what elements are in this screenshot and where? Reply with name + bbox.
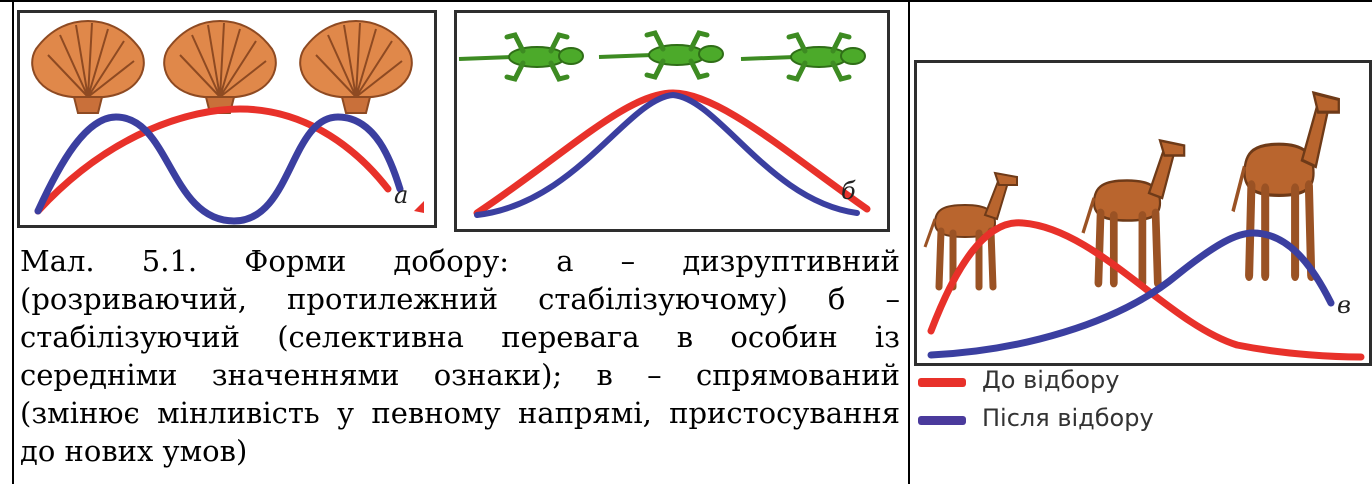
panel-disruptive: а	[17, 10, 437, 228]
legend-label-after: Після відбору	[982, 404, 1154, 432]
panel-letter-v: в	[1337, 291, 1351, 319]
legend-swatch-after	[918, 416, 966, 425]
legend-label-before: До відбору	[982, 366, 1120, 394]
table-column-divider	[908, 0, 910, 484]
panel-stabilizing: б	[454, 10, 890, 232]
table-top-border	[0, 0, 1372, 2]
curve-before-selection	[34, 105, 392, 215]
curve-after-selection	[34, 113, 404, 225]
lizard-icon	[459, 35, 583, 79]
curve-after-selection	[474, 91, 860, 218]
giraffe-icon	[925, 173, 1017, 287]
shell-icon	[163, 20, 277, 114]
panel-stabilizing-drawing: б	[457, 13, 871, 218]
shell-icon	[299, 20, 413, 114]
shell-icon	[31, 20, 145, 114]
panel-directional-drawing: в	[917, 63, 1365, 361]
legend-swatch-before	[918, 378, 966, 387]
lizard-icon	[599, 33, 723, 77]
giraffe-icon	[1083, 141, 1184, 284]
giraffe-icon	[1233, 93, 1339, 275]
lizard-icon	[741, 35, 865, 79]
table-left-border	[12, 0, 14, 484]
figure-caption: Мал. 5.1. Форми добору: а – дизруптивний…	[20, 244, 900, 468]
curve-before-selection	[927, 219, 1365, 361]
legend-item-before: До відбору	[918, 366, 1178, 396]
panel-letter-a: а	[394, 181, 408, 209]
panel-directional: в	[914, 60, 1372, 366]
curve-after-selection	[927, 229, 1335, 359]
panel-letter-b: б	[841, 177, 856, 205]
legend-item-after: Після відбору	[918, 404, 1178, 434]
panel-disruptive-drawing: а	[31, 20, 424, 225]
